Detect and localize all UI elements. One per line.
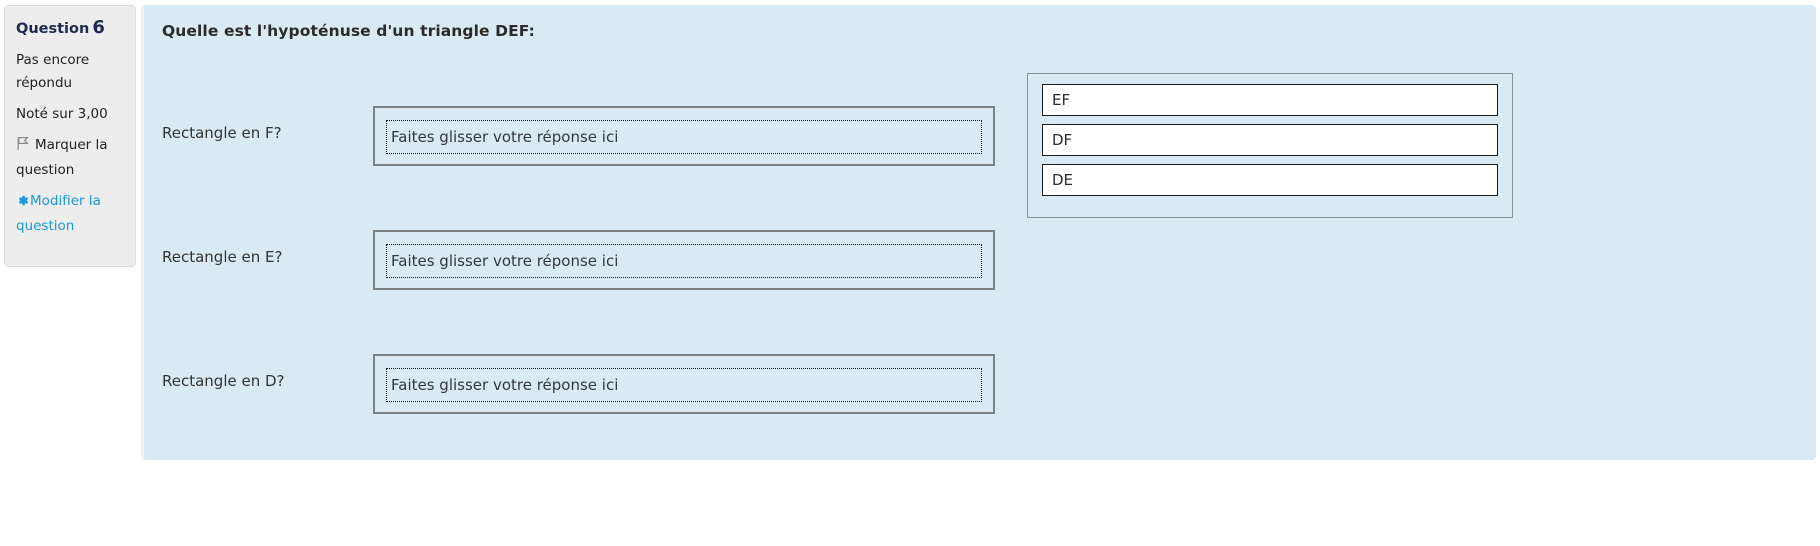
drag-item-label: DF: [1052, 131, 1073, 149]
edit-question-link[interactable]: Modifier la question: [16, 190, 124, 238]
drag-item-ef[interactable]: EF: [1042, 84, 1498, 116]
drag-item-de[interactable]: DE: [1042, 164, 1498, 196]
drag-items-panel: EF DF DE: [1027, 73, 1513, 218]
edit-question-label: Modifier la question: [16, 192, 101, 234]
question-content-box: Quelle est l'hypoténuse d'un triangle DE…: [141, 5, 1816, 460]
gear-icon: [16, 192, 29, 215]
drop-zone-3[interactable]: Faites glisser votre réponse ici: [373, 354, 995, 414]
flag-question-label: Marquer la question: [16, 136, 108, 178]
drop-zone-1[interactable]: Faites glisser votre réponse ici: [373, 106, 995, 166]
drop-zone-row-1: Rectangle en F? Faites glisser votre rép…: [144, 106, 1816, 166]
drag-item-df[interactable]: DF: [1042, 124, 1498, 156]
drop-zone-2[interactable]: Faites glisser votre réponse ici: [373, 230, 995, 290]
question-stem-text: Quelle est l'hypoténuse d'un triangle DE…: [162, 22, 535, 40]
flag-question-control[interactable]: Marquer la question: [16, 134, 124, 182]
flag-outline-icon: [16, 136, 30, 159]
drop-zone-label-3: Rectangle en D?: [162, 372, 285, 390]
drag-item-label: EF: [1052, 91, 1071, 109]
question-number: 6: [92, 17, 105, 38]
drop-zone-label-2: Rectangle en E?: [162, 248, 283, 266]
question-grade: Noté sur 3,00: [16, 105, 108, 122]
drop-zone-row-3: Rectangle en D? Faites glisser votre rép…: [144, 354, 1816, 414]
question-heading-label: Question: [16, 21, 90, 37]
question-status: Pas encore répondu: [16, 51, 90, 91]
drop-zone-label-1: Rectangle en F?: [162, 124, 282, 142]
drop-zone-placeholder-3[interactable]: Faites glisser votre réponse ici: [386, 368, 982, 402]
drop-zone-row-2: Rectangle en E? Faites glisser votre rép…: [144, 230, 1816, 290]
drop-zone-placeholder-1[interactable]: Faites glisser votre réponse ici: [386, 120, 982, 154]
drag-item-label: DE: [1052, 171, 1074, 189]
drop-zone-placeholder-2[interactable]: Faites glisser votre réponse ici: [386, 244, 982, 278]
